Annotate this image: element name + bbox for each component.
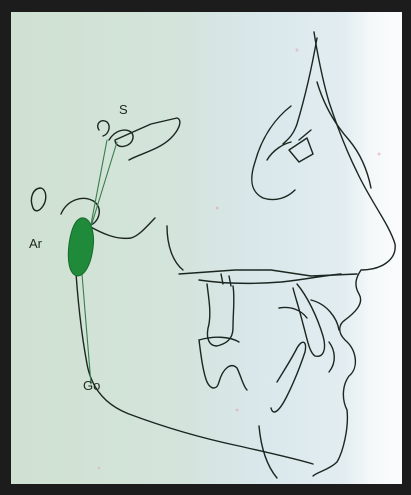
- label-sella: S: [119, 102, 128, 117]
- label-gonion: Go: [83, 378, 100, 393]
- scan-speck: [236, 409, 239, 412]
- scan-speck: [378, 153, 381, 156]
- scan-speck: [296, 49, 299, 52]
- scan-speck: [98, 467, 100, 469]
- cephalometric-tracing: S Ar Go: [11, 12, 402, 484]
- tracing-svg: S Ar Go: [11, 12, 402, 484]
- scan-speck: [216, 207, 219, 210]
- label-articulare: Ar: [29, 236, 43, 251]
